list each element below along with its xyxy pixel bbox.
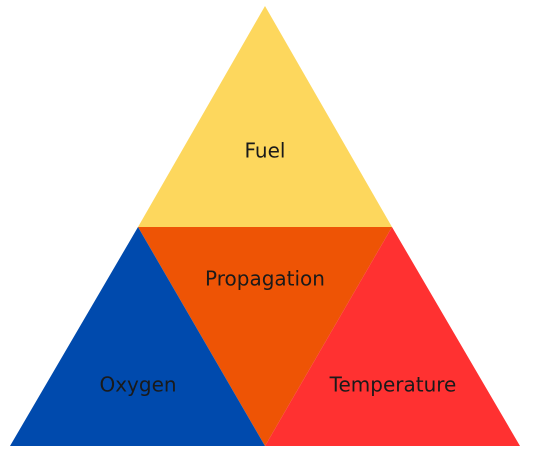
oxygen-label: Oxygen bbox=[99, 373, 176, 397]
fuel-segment bbox=[138, 6, 392, 227]
temperature-label: Temperature bbox=[329, 373, 457, 397]
fuel-label: Fuel bbox=[245, 139, 286, 163]
oxygen-segment bbox=[10, 227, 265, 446]
propagation-segment bbox=[138, 227, 392, 446]
propagation-label: Propagation bbox=[205, 267, 325, 291]
temperature-segment bbox=[265, 227, 520, 446]
